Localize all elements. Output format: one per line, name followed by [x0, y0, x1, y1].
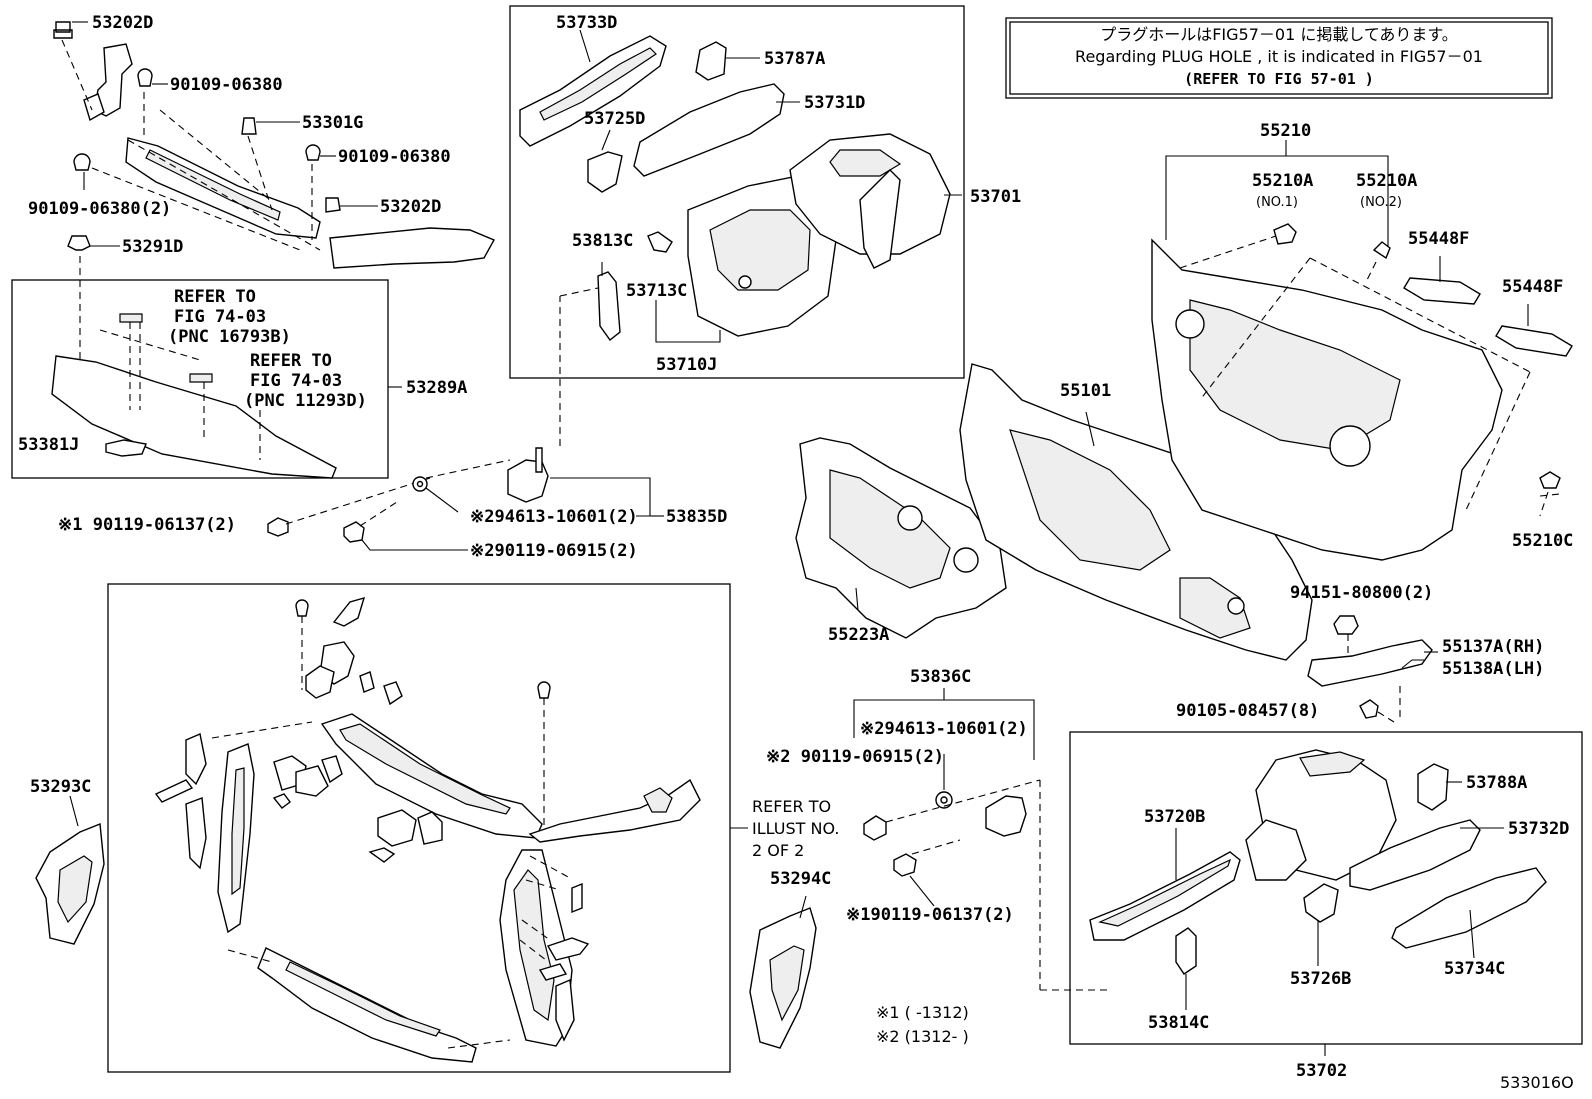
label-55448F-b: 55448F: [1502, 277, 1563, 297]
cover-53289A: [51, 313, 402, 479]
label-90109-06380-a: 90109-06380: [170, 75, 283, 95]
label-53293C: 53293C: [30, 777, 91, 797]
label-90109-06380-b: 90109-06380: [338, 147, 451, 167]
label-94613-10601-b: ※294613-10601(2): [860, 719, 1028, 739]
label-refer2-a: REFER TO: [250, 351, 332, 371]
label-55210C: 55210C: [1512, 531, 1573, 551]
header-note-line3: (REFER TO FIG 57-01 ): [1184, 70, 1374, 88]
label-53702: 53702: [1296, 1061, 1347, 1081]
illustration-id: 533016O: [1500, 1073, 1574, 1092]
side-parts: [35, 795, 817, 1049]
label-note2: ※2 (1312- ): [876, 1027, 969, 1046]
label-90119-06137-a: ※1 90119-06137(2): [58, 515, 236, 535]
label-53291D: 53291D: [122, 237, 183, 257]
label-note1: ※1 ( -1312): [876, 1003, 969, 1022]
header-note: プラグホールはFIG57－01 に掲載してあります。 Regarding PLU…: [1005, 17, 1553, 99]
label-refer1-b: FIG 74-03: [174, 307, 266, 327]
label-53301G: 53301G: [302, 113, 363, 133]
label-90119-06137-b: ※190119-06137(2): [846, 905, 1014, 925]
header-note-line1: プラグホールはFIG57－01 に掲載してあります。: [1100, 25, 1458, 44]
top-left-parts: [53, 21, 495, 360]
label-55210: 55210: [1260, 121, 1311, 141]
label-53202D-top: 53202D: [92, 13, 153, 33]
front-assembly: [154, 596, 701, 1063]
label-53381J: 53381J: [18, 435, 79, 455]
label-55101: 55101: [1060, 381, 1111, 401]
label-53289A: 53289A: [406, 378, 467, 398]
label-53814C: 53814C: [1148, 1013, 1209, 1033]
label-94613-10601-a: ※294613-10601(2): [470, 507, 638, 527]
label-refer3-b: ILLUST NO.: [752, 819, 839, 838]
label-90109-06380-c: 90109-06380(2): [28, 199, 171, 219]
label-55137A: 55137A(RH): [1442, 637, 1544, 657]
label-53713C: 53713C: [626, 281, 687, 301]
callout-labels: 53202D 90109-06380 53301G 90109-06380 90…: [18, 13, 1574, 1092]
header-note-line2: Regarding PLUG HOLE , it is indicated in…: [1075, 47, 1483, 66]
label-53733D: 53733D: [556, 13, 617, 33]
label-53835D: 53835D: [666, 507, 727, 527]
label-55223A: 55223A: [828, 625, 889, 645]
label-53732D: 53732D: [1508, 819, 1569, 839]
fasteners-53835D: [267, 287, 664, 551]
cluster-53836C: [853, 688, 1110, 991]
label-53836C: 53836C: [910, 667, 971, 687]
label-53726B: 53726B: [1290, 969, 1351, 989]
label-55210A-1: 55210A: [1252, 171, 1313, 191]
label-53734C: 53734C: [1444, 959, 1505, 979]
label-53720B: 53720B: [1144, 807, 1205, 827]
frame-53701: [509, 5, 965, 379]
label-94151-80800: 94151-80800(2): [1290, 583, 1433, 603]
label-refer1-a: REFER TO: [174, 287, 256, 307]
label-refer3-a: REFER TO: [752, 797, 831, 816]
label-53787A: 53787A: [764, 49, 825, 69]
label-53710J: 53710J: [656, 355, 717, 375]
label-no1: (NO.1): [1256, 195, 1298, 210]
assembly-53702: [1089, 749, 1547, 1056]
label-55138A: 55138A(LH): [1442, 659, 1544, 679]
label-53725D: 53725D: [584, 109, 645, 129]
label-90105-08457: 90105-08457(8): [1176, 701, 1319, 721]
label-90119-06915-b: ※2 90119-06915(2): [766, 747, 944, 767]
label-53731D: 53731D: [804, 93, 865, 113]
frame-53289A: [11, 279, 389, 479]
dash-panels: [795, 140, 1573, 723]
label-53701: 53701: [970, 187, 1021, 207]
frame-53702: [1069, 731, 1583, 1045]
label-53294C: 53294C: [770, 869, 831, 889]
label-refer2-c: (PNC 11293D): [244, 391, 367, 411]
label-55210A-2: 55210A: [1356, 171, 1417, 191]
label-refer3-c: 2 OF 2: [752, 841, 804, 860]
label-refer2-b: FIG 74-03: [250, 371, 342, 391]
label-55448F-a: 55448F: [1408, 229, 1469, 249]
assembly-53701: [519, 29, 962, 343]
label-90119-06915-a: ※290119-06915(2): [470, 541, 638, 561]
label-no2: (NO.2): [1360, 195, 1402, 210]
label-53202D-right: 53202D: [380, 197, 441, 217]
label-53813C: 53813C: [572, 231, 633, 251]
label-refer1-c: (PNC 16793B): [168, 327, 291, 347]
label-53788A: 53788A: [1466, 773, 1527, 793]
